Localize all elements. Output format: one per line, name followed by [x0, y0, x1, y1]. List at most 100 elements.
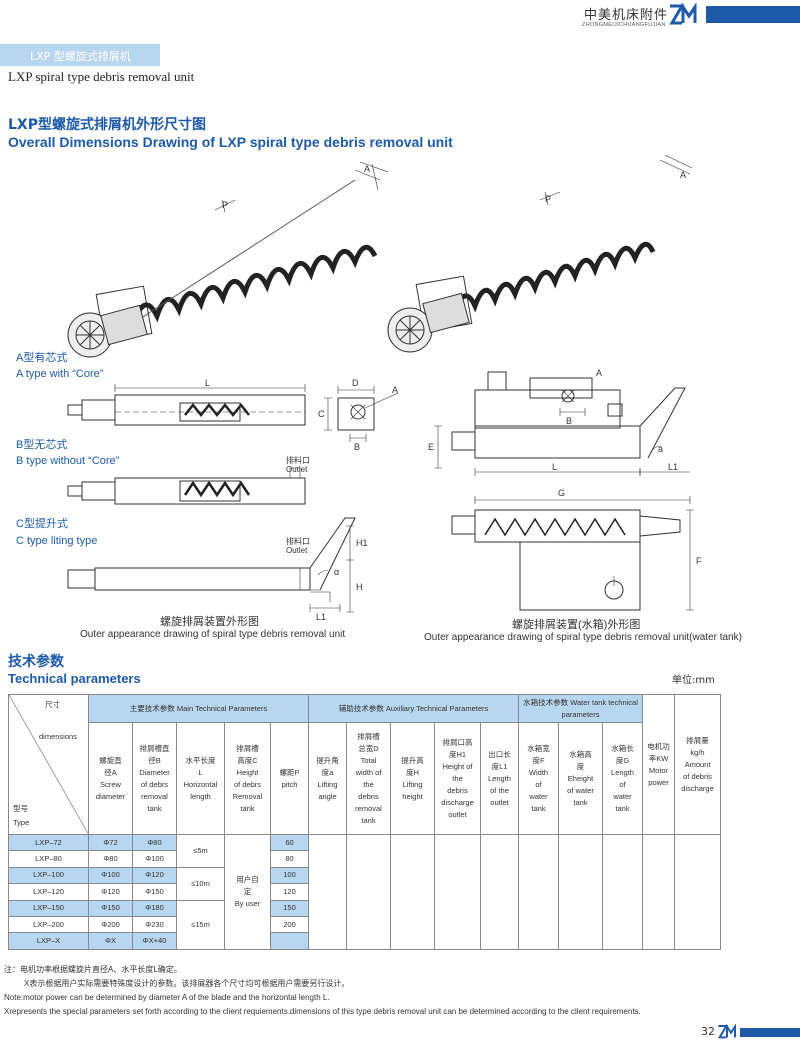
- dim-label-f: F: [696, 556, 702, 566]
- section-chip: LXP 型螺旋式排屑机: [0, 44, 160, 66]
- table-cell: Φ120: [132, 866, 177, 885]
- table-cell: [480, 834, 520, 950]
- table-cell: 150: [269, 899, 310, 917]
- corner-dimensions: dimensions: [39, 732, 77, 741]
- brand-name-cn: 中美机床附件: [584, 8, 669, 23]
- brand-name-en: ZHONGMEIJICHUANGFUJIAN: [582, 22, 666, 28]
- caption-right-en: Outer appearance drawing of spiral type …: [424, 632, 742, 643]
- corner-model-en: Type: [13, 818, 30, 827]
- dim-label-alpha: α: [334, 567, 339, 577]
- type-a-label-cn: A型有芯式: [16, 352, 68, 364]
- dim-label-a-left: A: [364, 164, 370, 174]
- spiral-3d-right: [387, 154, 693, 353]
- model-cell: LXP–100: [8, 866, 89, 885]
- table-cell: Φ120: [88, 883, 133, 901]
- water-tank-front-view: [451, 496, 694, 611]
- dim-label-l-tank: L: [552, 462, 557, 472]
- type-a-side-view: [67, 384, 306, 426]
- dim-label-a-tank: A: [596, 368, 602, 378]
- water-tank-top-view: [474, 371, 623, 429]
- dim-label-p-left: P: [222, 200, 228, 210]
- table-cell: [518, 834, 560, 950]
- table-cell: Φ180: [132, 899, 177, 917]
- dim-label-l: L: [205, 378, 210, 388]
- dim-label-a-angle: a: [658, 444, 663, 454]
- spiral-coil-right: [452, 241, 656, 313]
- note-line-4: Xrepresents the special parameters set f…: [4, 1007, 641, 1016]
- notes: 注：电机功率根据螺旋片直径A、水平长度L确定。 X表示根据用户实际需要特殊度设计…: [4, 963, 641, 1019]
- table-cell: Φ200: [88, 915, 133, 934]
- dim-label-e: E: [428, 442, 434, 452]
- outlet-label-b-cn: 排料口: [286, 456, 310, 465]
- dim-label-g: G: [558, 488, 565, 498]
- note-line-1: 注：电机功率根据螺旋片直径A、水平长度L确定。: [4, 965, 182, 974]
- dim-label-p-right: P: [545, 194, 551, 204]
- model-cell: LXP–120: [8, 883, 89, 901]
- page-number: 32: [701, 1025, 715, 1038]
- table-cell: 60: [269, 833, 310, 852]
- outlet-label-c-cn: 排料口: [286, 537, 310, 546]
- dim-label-d: D: [352, 378, 359, 388]
- table-cell: [390, 834, 436, 950]
- table-cell: [269, 932, 310, 950]
- tech-parameters-table: 尺寸 dimensions 型号 Type 主要技术参数 Main Techni…: [8, 694, 722, 950]
- dim-label-h: H: [356, 582, 363, 592]
- table-cell: 200: [269, 915, 310, 934]
- dim-label-a-right: A: [680, 170, 686, 180]
- table-cell: ΦX: [88, 932, 133, 950]
- model-cell: LXP–80: [8, 850, 89, 868]
- dimension-drawing: L D A C B H1 H L1 α P P A A A B E L L1 a…: [67, 154, 702, 622]
- table-cell: Φ80: [88, 850, 133, 868]
- dim-label-b: B: [354, 442, 360, 452]
- spiral-3d-left: [67, 161, 389, 358]
- table-cell: [674, 834, 722, 950]
- corner-size: 尺寸: [45, 700, 60, 709]
- type-b-label-en: B type without “Core”: [16, 455, 120, 467]
- length-cell: ≤15m: [176, 899, 225, 950]
- table-cell: ΦX+40: [132, 932, 177, 950]
- type-a-section-view: [324, 386, 399, 442]
- tech-title-cn: 技术参数: [8, 654, 64, 670]
- page-subtitle: LXP spiral type debris removal unit: [8, 69, 195, 84]
- outlet-label-c-en: Outlet: [286, 546, 308, 555]
- caption-right-cn: 螺旋排屑装置(水箱)外形图: [512, 619, 641, 631]
- footer-logo: [717, 1024, 736, 1039]
- dim-label-c: C: [318, 409, 325, 419]
- corner-model-cn: 型号: [13, 804, 28, 813]
- dim-label-a: A: [392, 385, 398, 395]
- dim-label-l1-tank: L1: [668, 462, 678, 472]
- table-cell: Φ230: [132, 915, 177, 934]
- table-cell: 80: [269, 850, 310, 868]
- type-c-side-view: [67, 517, 356, 613]
- model-cell: LXP–X: [8, 932, 89, 950]
- model-cell: LXP–200: [8, 915, 89, 934]
- water-tank-side-view: [434, 387, 690, 476]
- model-cell: LXP–150: [8, 899, 89, 917]
- table-cell: [434, 834, 482, 950]
- type-c-label-en: C type liting type: [16, 535, 98, 547]
- table-cell: Φ150: [132, 883, 177, 901]
- caption-left-en: Outer appearance drawing of spiral type …: [80, 629, 346, 640]
- header-accent-bar: [706, 6, 800, 23]
- note-line-3: Note:motor power can be determined by di…: [4, 993, 330, 1002]
